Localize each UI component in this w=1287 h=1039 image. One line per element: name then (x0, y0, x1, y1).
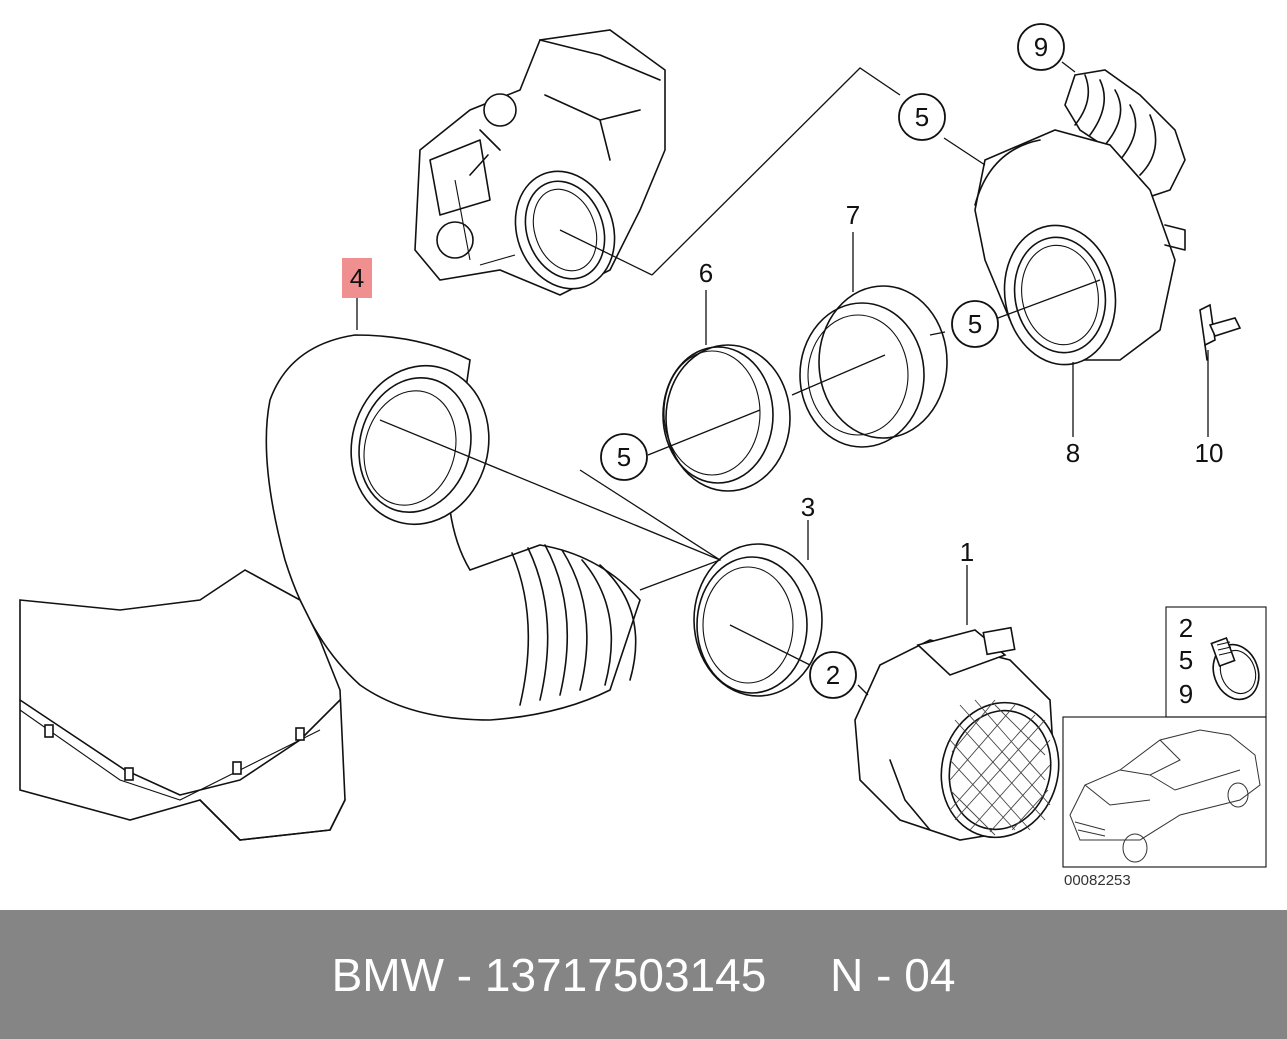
intake-boot (974, 69, 1186, 366)
legend-item-9: 9 (1179, 679, 1193, 709)
callout-7-label: 7 (846, 200, 860, 230)
parts-diagram-svg: 4 6 7 8 10 3 1 9 5 5 5 2 2 5 9 (19, 23, 1267, 889)
part-footer-bar: BMW - 13717503145 N - 04 (0, 910, 1287, 1039)
hose-clamp-icon (1210, 636, 1260, 701)
ring-7 (799, 285, 948, 448)
vehicle-thumbnail: 00082253 (1062, 716, 1267, 889)
clamp-legend: 2 5 9 (1165, 606, 1267, 718)
parts-diagram: 4 6 7 8 10 3 1 9 5 5 5 2 2 5 9 (19, 23, 1267, 889)
callout-5-top-label: 5 (915, 102, 929, 132)
callout-2-label: 2 (826, 660, 840, 690)
callout-5-left: 5 (600, 433, 648, 481)
callout-4-highlight (342, 258, 372, 298)
car-outline-icon (1069, 729, 1261, 863)
ring-6 (662, 344, 791, 492)
callout-5-top: 5 (898, 93, 946, 141)
callout-5-left-label: 5 (617, 442, 631, 472)
callout-9-label: 9 (1034, 32, 1048, 62)
callout-1-label: 1 (960, 537, 974, 567)
callout-10-label: 10 (1195, 438, 1224, 468)
callout-4-label: 4 (350, 263, 364, 293)
diagram-reference-number: 00082253 (1064, 872, 1131, 889)
callout-3-label: 3 (801, 492, 815, 522)
legend-item-5: 5 (1179, 645, 1193, 675)
callout-5-right: 5 (951, 300, 999, 348)
callout-6-label: 6 (699, 258, 713, 288)
ring-3 (693, 543, 823, 697)
small-connector (1199, 303, 1242, 361)
callout-9: 9 (1017, 23, 1065, 71)
leader-lines (356, 61, 1209, 696)
air-filter-housing (19, 569, 346, 841)
air-mass-meter (854, 626, 1060, 841)
callout-5-right-label: 5 (968, 309, 982, 339)
legend-item-2: 2 (1179, 613, 1193, 643)
callout-8-label: 8 (1066, 438, 1080, 468)
throttle-body (414, 29, 666, 296)
callout-4: 4 (342, 258, 372, 298)
large-hose (265, 334, 641, 721)
callout-2: 2 (809, 651, 857, 699)
part-number-caption: BMW - 13717503145 N - 04 (331, 948, 956, 1001)
